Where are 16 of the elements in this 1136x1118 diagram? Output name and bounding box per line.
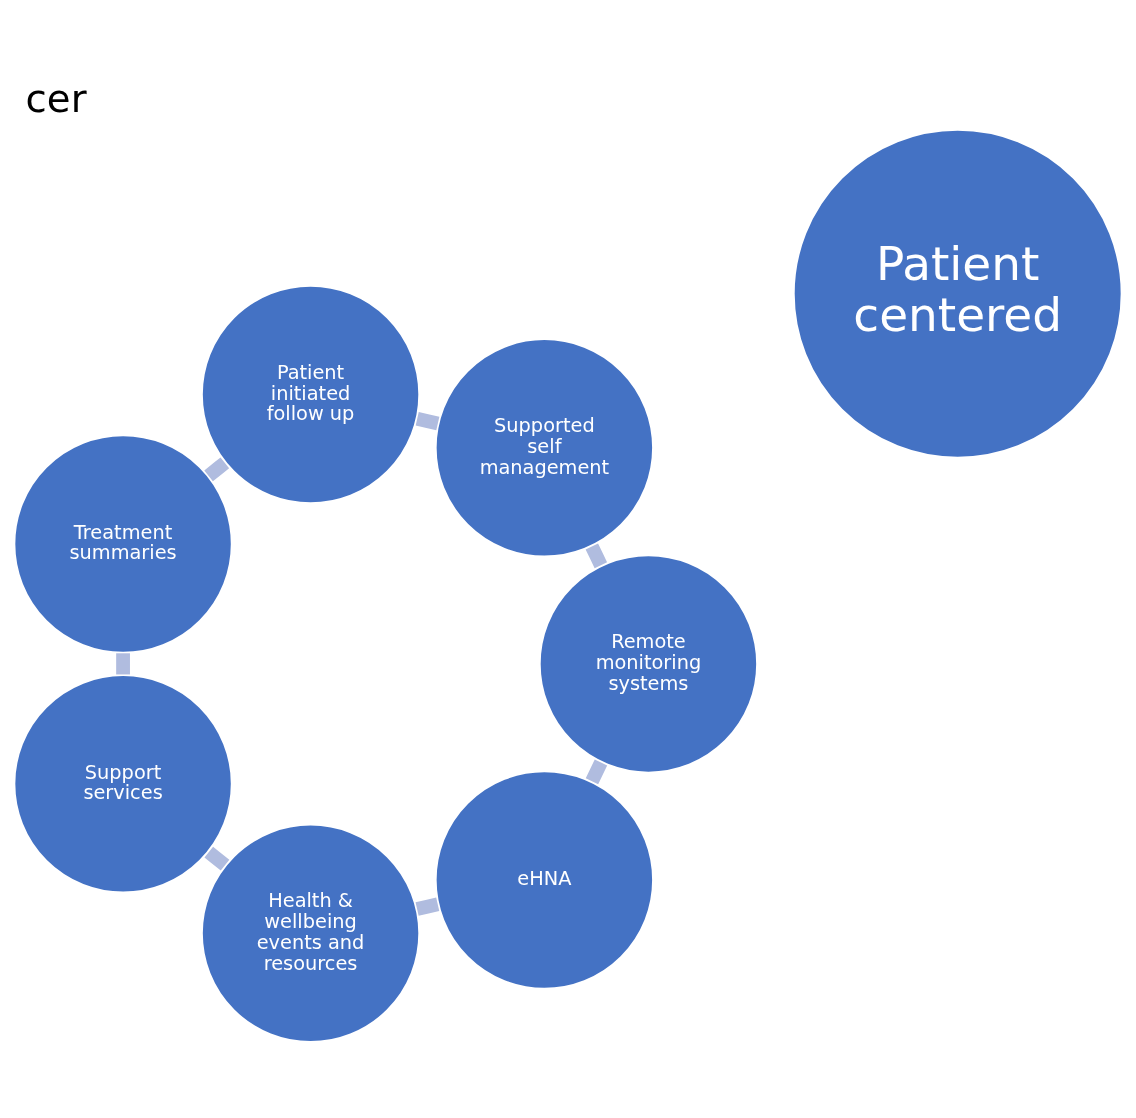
connector xyxy=(585,543,608,569)
node-circle: Treatment summaries xyxy=(12,433,234,655)
connector xyxy=(204,457,230,482)
node-circle: eHNA xyxy=(433,769,655,991)
node-circle: Health & wellbeing events and resources xyxy=(200,822,422,1044)
node-circle: Supported self management xyxy=(433,337,655,559)
diagram-title: cer xyxy=(25,75,87,121)
node-circle: Patient centered xyxy=(791,128,1124,460)
connector xyxy=(415,897,440,916)
node-circle: Patient initiated follow up xyxy=(200,284,422,505)
node-circle: Remote monitoring systems xyxy=(537,553,759,775)
node-circle: Support services xyxy=(12,673,234,895)
connector xyxy=(415,412,440,431)
connector xyxy=(116,653,130,675)
connector xyxy=(204,846,230,871)
connector xyxy=(585,759,608,785)
